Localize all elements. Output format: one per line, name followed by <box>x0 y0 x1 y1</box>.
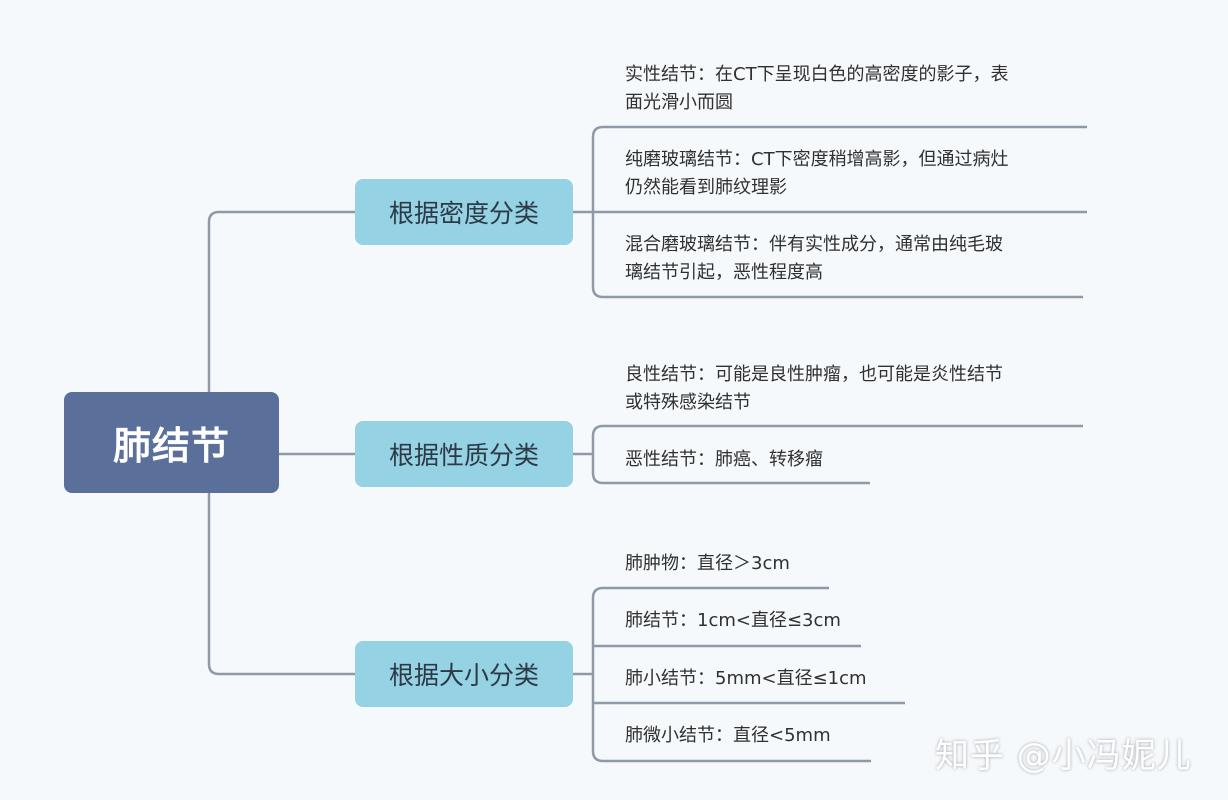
branch-size: 根据大小分类 <box>355 641 573 707</box>
connector-size-leaves <box>573 586 905 763</box>
leaf-benign-nodule: 良性结节：可能是良性肿瘤，也可能是炎性结节 或特殊感染结节 <box>625 364 1003 413</box>
leaf-lung-mass: 肺肿物：直径＞3cm <box>625 553 790 574</box>
leaf-solid-nodule: 实性结节：在CT下呈现白色的高密度的影子，表 面光滑小而圆 <box>625 64 1009 113</box>
root-node: 肺结节 <box>64 392 279 493</box>
connector-density-leaves <box>573 125 1087 299</box>
leaf-lung-nodule: 肺结节：1cm<直径≤3cm <box>625 610 841 631</box>
connector-root-to-branches <box>207 210 355 676</box>
leaf-pure-ggn: 纯磨玻璃结节：CT下密度稍增高影，但通过病灶 仍然能看到肺纹理影 <box>625 149 1009 198</box>
connector-nature-leaves <box>573 424 1083 485</box>
leaf-malignant-nodule: 恶性结节：肺癌、转移瘤 <box>625 449 823 470</box>
leaf-small-nodule: 肺小结节：5mm<直径≤1cm <box>625 668 867 689</box>
branch-nature: 根据性质分类 <box>355 421 573 487</box>
leaf-micro-nodule: 肺微小结节：直径<5mm <box>625 725 831 746</box>
leaf-mixed-ggn: 混合磨玻璃结节：伴有实性成分，通常由纯毛玻 璃结节引起，恶性程度高 <box>625 234 1003 283</box>
watermark: 知乎 @小冯妮儿 <box>935 736 1192 776</box>
branch-density: 根据密度分类 <box>355 179 573 245</box>
